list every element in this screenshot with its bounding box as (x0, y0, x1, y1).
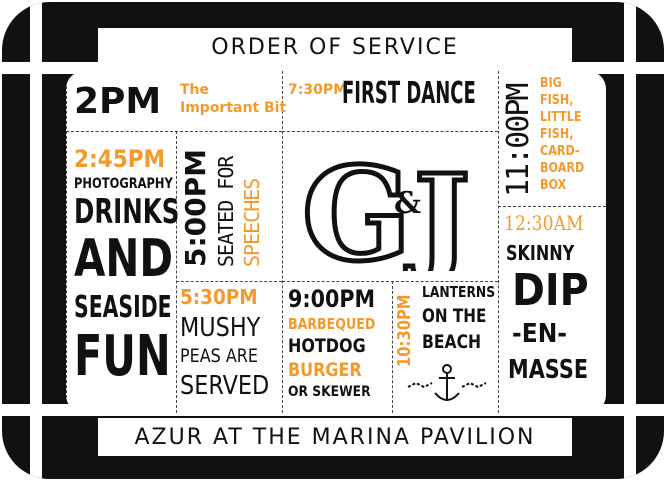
event-desc: BIG (540, 76, 562, 91)
monogram-amp: & (394, 186, 421, 221)
divider (176, 281, 282, 282)
event-desc: BEACH (422, 331, 482, 353)
event-desc: LITTLE (540, 110, 582, 125)
event-desc: FUN (74, 324, 171, 389)
event-time-1230am: 12:30AM (504, 211, 584, 235)
event-desc: SEATED FOR (214, 156, 238, 267)
divider (282, 71, 283, 413)
stripe (624, 2, 636, 479)
page-title: ORDER OF SERVICE (211, 34, 459, 60)
event-desc: The (180, 82, 210, 98)
schedule-card: 2PM The Important Bit 2:45PM PHOTOGRAPHY… (66, 71, 606, 413)
event-time-500pm: 5:00PM (179, 148, 212, 267)
event-desc: FISH, (540, 127, 574, 142)
divider (176, 131, 177, 413)
event-desc: HOTDOG (288, 335, 366, 357)
event-desc: PHOTOGRAPHY (74, 176, 173, 192)
event-title: FIRST DANCE (342, 76, 476, 111)
divider (282, 131, 498, 132)
event-desc: DRINKS (74, 192, 180, 232)
event-desc: MASSE (508, 355, 589, 385)
event-time-530pm: 5:30PM (180, 285, 258, 309)
footer-banner: AZUR AT THE MARINA PAVILION (98, 418, 572, 456)
event-time-900pm: 9:00PM (288, 285, 376, 313)
event-desc: OR SKEWER (288, 384, 371, 400)
divider (66, 71, 67, 413)
event-time-730pm: 7:30PM (288, 82, 348, 98)
event-time-245pm: 2:45PM (74, 145, 166, 173)
monogram-emblem: G & J (300, 141, 473, 271)
event-desc: LANTERNS (422, 283, 496, 301)
event-desc: CARD- (540, 144, 580, 159)
event-desc: SERVED (180, 371, 270, 401)
divider (498, 206, 606, 207)
event-time-2pm: 2PM (74, 81, 162, 122)
event-desc: AND (74, 229, 174, 289)
divider (282, 281, 498, 282)
event-desc: MUSHY (180, 313, 261, 343)
venue-text: AZUR AT THE MARINA PAVILION (134, 424, 536, 450)
anchor-icon (407, 364, 487, 401)
event-desc: BURGER (288, 359, 362, 381)
event-desc: SPEECHES (240, 178, 264, 267)
divider (66, 131, 282, 132)
divider (498, 71, 499, 413)
monogram-right: J (405, 148, 470, 271)
stripe (30, 2, 42, 479)
event-desc: Important Bit (180, 100, 287, 116)
event-desc: DIP (512, 265, 589, 316)
event-desc: FISH, (540, 93, 574, 108)
event-desc: BARBEQUED (288, 315, 376, 333)
event-desc: -EN- (512, 319, 567, 349)
event-time-1030pm: 10:30PM (394, 294, 415, 367)
event-desc: PEAS ARE (180, 345, 258, 367)
event-desc: ON THE (422, 305, 487, 327)
event-desc: BOARD (540, 161, 585, 176)
event-time-1100pm: 11:00PM (501, 84, 536, 197)
event-desc: BOX (540, 178, 567, 193)
header-banner: ORDER OF SERVICE (98, 28, 572, 66)
event-desc: SEASIDE (74, 290, 172, 325)
monogram-left: G (302, 141, 411, 271)
event-desc: SKINNY (506, 241, 575, 265)
divider (392, 281, 393, 413)
